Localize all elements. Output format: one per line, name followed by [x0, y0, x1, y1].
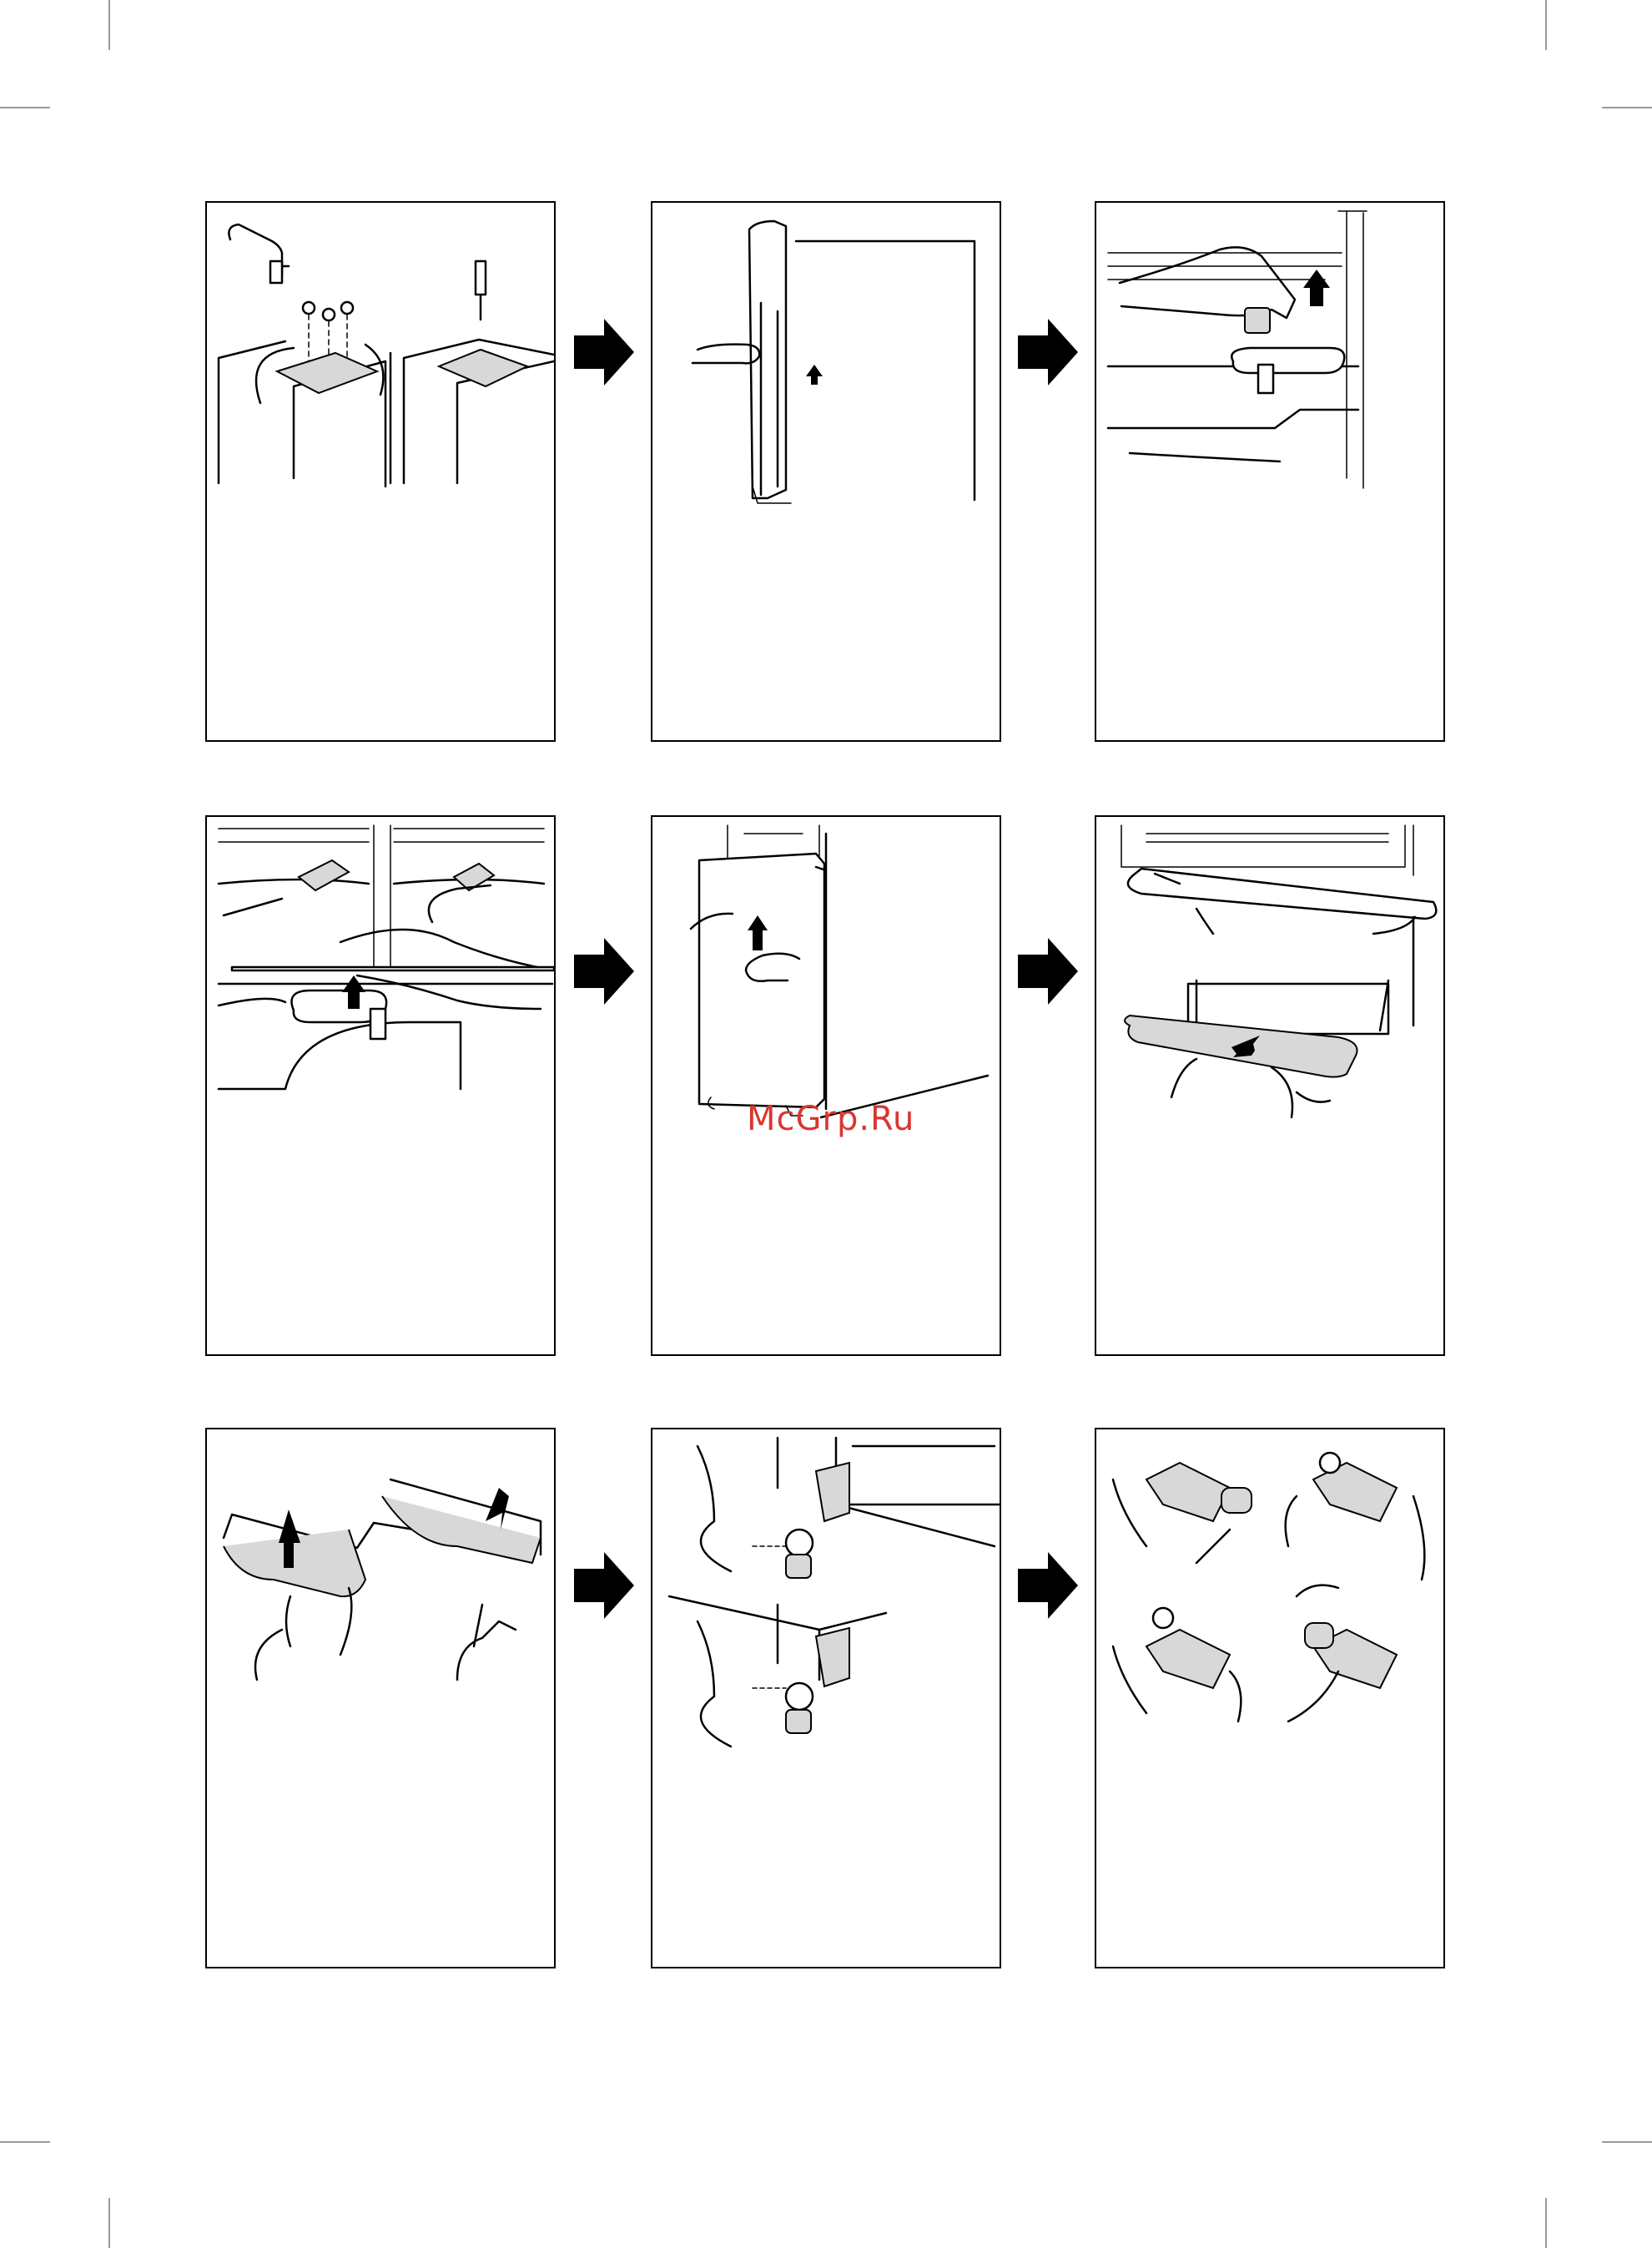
step-arrow-5 — [574, 1552, 634, 1619]
panel-reassemble-hinge-parts — [1095, 1428, 1445, 1968]
screw-icon — [303, 302, 353, 320]
step-arrow-3 — [574, 938, 634, 1005]
panel-remove-base-cover — [1095, 815, 1445, 1356]
watermark-text: McGrp.Ru — [747, 1100, 914, 1138]
step-arrow-6 — [1018, 1552, 1078, 1619]
step-arrow-4 — [1018, 938, 1078, 1005]
panel-lift-off-upper-door — [651, 201, 1001, 742]
arrow-right-icon — [574, 1552, 634, 1619]
crop-mark — [0, 2141, 50, 2143]
arrow-right-icon — [1018, 319, 1078, 386]
step-arrow-2 — [1018, 319, 1078, 386]
crop-mark — [0, 107, 50, 108]
crop-mark — [1602, 2141, 1652, 2143]
panel-lift-off-lower-door — [651, 815, 1001, 1356]
arrow-right-icon — [1018, 938, 1078, 1005]
arrow-right-icon — [574, 938, 634, 1005]
crop-mark — [1602, 107, 1652, 108]
panel-pull-hinge-pin-up — [1095, 201, 1445, 742]
crop-mark — [1545, 0, 1547, 50]
panel-remove-top-hinge-screws — [205, 201, 556, 742]
step-arrow-1 — [574, 319, 634, 386]
panel-refit-base-cover — [205, 1428, 556, 1968]
arrow-right-icon — [1018, 1552, 1078, 1619]
panel-swap-lower-hinge-and-foot — [651, 1428, 1001, 1968]
crop-mark — [108, 2198, 110, 2248]
crop-mark — [1545, 2198, 1547, 2248]
crop-mark — [108, 0, 110, 50]
arrow-right-icon — [574, 319, 634, 386]
panel-move-middle-hinge — [205, 815, 556, 1356]
